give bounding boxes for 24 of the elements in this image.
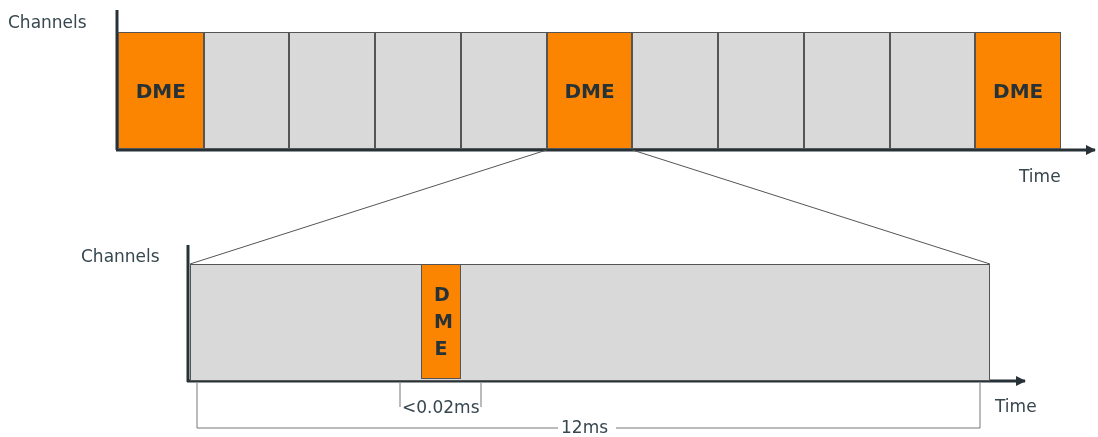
axis-label: Time bbox=[995, 396, 1037, 416]
slot-label: DME bbox=[135, 78, 186, 103]
channel-frame bbox=[190, 264, 990, 381]
axis-label: Channels bbox=[8, 12, 87, 32]
slot-box bbox=[460, 32, 547, 149]
dme-slot bbox=[975, 32, 1061, 149]
slot-box bbox=[718, 32, 804, 149]
axis-label: Time bbox=[1019, 166, 1061, 186]
dimension-label: <0.02ms bbox=[402, 397, 480, 417]
slot-box bbox=[632, 32, 719, 149]
slot-box bbox=[289, 32, 376, 149]
slot-box bbox=[375, 32, 461, 149]
dme-slot bbox=[546, 32, 633, 149]
slot-box bbox=[889, 32, 976, 149]
slot-label: DME bbox=[564, 78, 615, 103]
dme-slot bbox=[118, 32, 204, 149]
zoom-line bbox=[631, 149, 991, 265]
dimension-label: 12ms bbox=[561, 417, 609, 437]
slot-label: DME bbox=[993, 78, 1044, 103]
slot-box bbox=[203, 32, 290, 149]
slot-box bbox=[803, 32, 890, 149]
zoom-line bbox=[189, 149, 548, 265]
axis-label: Channels bbox=[81, 246, 160, 266]
dme-slot bbox=[421, 264, 461, 379]
